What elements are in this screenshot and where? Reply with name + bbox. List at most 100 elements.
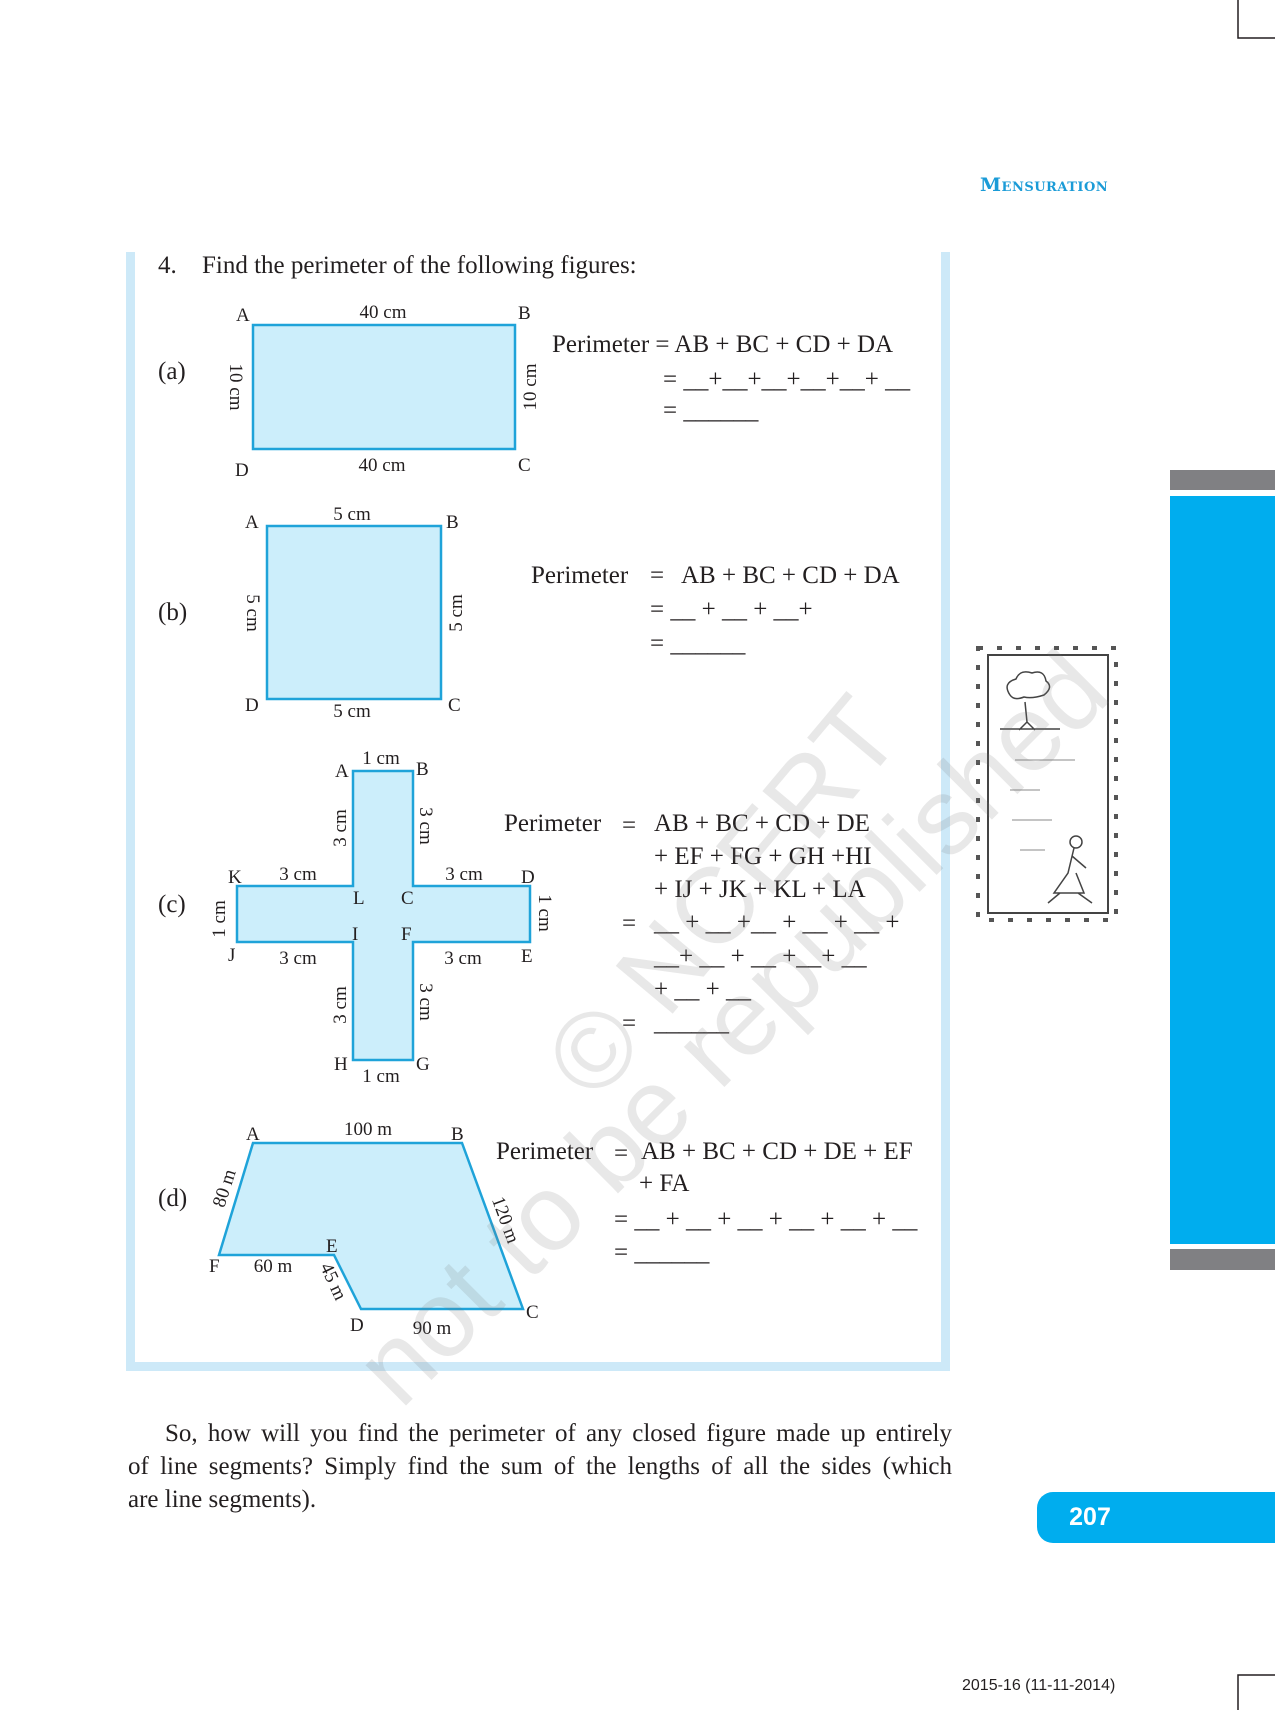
rectangle-a xyxy=(251,323,517,451)
side-c-CD: 3 cm xyxy=(445,864,483,885)
side-a-top: 40 cm xyxy=(360,302,407,323)
exercise-frame xyxy=(126,252,950,1371)
formula-b-line2: = __ + __ + __+ xyxy=(650,596,813,623)
side-c-EF: 3 cm xyxy=(444,948,482,969)
side-c-FG: 3 cm xyxy=(415,983,436,1021)
vertex-d-D: D xyxy=(350,1315,364,1336)
vertex-c-K: K xyxy=(228,867,242,888)
figure-c-label: (c) xyxy=(158,891,186,918)
side-c-BC: 3 cm xyxy=(415,807,436,845)
paragraph-line-3: are line segments). xyxy=(128,1486,317,1513)
vertex-d-B: B xyxy=(451,1124,464,1145)
vertex-b-B: B xyxy=(446,512,459,533)
vertex-c-H: H xyxy=(334,1054,348,1075)
side-a-left: 10 cm xyxy=(225,364,246,411)
formula-c-line2: + EF + FG + GH +HI xyxy=(654,843,872,870)
page-number-tab xyxy=(1037,1492,1275,1543)
formula-c-line7: ______ xyxy=(653,1009,730,1036)
formula-d-line1: AB + BC + CD + DE + EF xyxy=(641,1138,913,1165)
vertex-d-A: A xyxy=(246,1124,260,1145)
side-b-top: 5 cm xyxy=(333,504,371,525)
side-a-bottom: 40 cm xyxy=(359,455,406,476)
side-tab-gray-bottom xyxy=(1170,1249,1275,1270)
figure-a-label: (a) xyxy=(158,358,186,385)
formula-b-equals: = xyxy=(650,562,664,589)
vertex-d-C: C xyxy=(526,1302,539,1323)
side-c-JK: 1 cm xyxy=(209,900,230,938)
vertex-c-I: I xyxy=(352,924,358,945)
crop-mark-top-right xyxy=(1237,0,1275,39)
vertex-c-C: C xyxy=(401,888,414,909)
side-b-bottom: 5 cm xyxy=(333,701,371,722)
side-b-right: 5 cm xyxy=(446,594,467,632)
formula-c-line1: AB + BC + CD + DE xyxy=(654,810,870,837)
square-b xyxy=(265,524,443,701)
hexagon-shape-d xyxy=(217,1141,525,1311)
vertex-c-D: D xyxy=(521,867,535,888)
side-c-AB: 1 cm xyxy=(362,748,400,769)
side-d-AB: 100 m xyxy=(344,1119,392,1140)
side-c-HI: 3 cm xyxy=(330,986,351,1024)
formula-c-equals-1: = xyxy=(622,812,636,839)
vertex-d-F: F xyxy=(209,1256,220,1277)
print-date-footer: 2015-16 (11-11-2014) xyxy=(962,1677,1116,1694)
formula-d-line3: = __ + __ + __ + __ + __ + __ xyxy=(614,1206,918,1233)
formula-b-line1: AB + BC + CD + DA xyxy=(681,562,900,589)
side-b-left: 5 cm xyxy=(242,594,263,632)
vertex-b-C: C xyxy=(448,695,461,716)
figure-d-label: (d) xyxy=(158,1185,187,1212)
formula-c-line3: + IJ + JK + KL + LA xyxy=(654,876,866,903)
paragraph-line-1: So, how will you find the perimeter of a… xyxy=(165,1420,952,1447)
formula-a-line2: = __+__+__+__+__+ __ xyxy=(663,366,911,393)
formula-c-equals-3: = xyxy=(622,1010,636,1037)
vertex-a-B: B xyxy=(518,303,531,324)
formula-c-equals-2: = xyxy=(622,910,636,937)
side-d-CD: 90 m xyxy=(413,1318,452,1339)
vertex-a-A: A xyxy=(236,305,250,326)
question-number: 4. xyxy=(158,252,177,279)
explanation-paragraph: So, how will you find the perimeter of a… xyxy=(128,1417,952,1516)
side-a-right: 10 cm xyxy=(520,363,541,410)
formula-b-line3: = ______ xyxy=(650,630,746,657)
formula-d-line4: = ______ xyxy=(614,1239,710,1266)
vertex-c-G: G xyxy=(416,1054,430,1075)
side-tab-gray-top xyxy=(1170,470,1275,490)
question-text: Find the perimeter of the following figu… xyxy=(202,252,637,279)
formula-a-line3: = ______ xyxy=(663,397,759,424)
page-number: 207 xyxy=(1069,1503,1111,1531)
formula-c-line4: __ + __ +__ + __ + __ + xyxy=(653,909,900,936)
formula-c-line6: + __ + __ xyxy=(654,976,751,1003)
vertex-c-J: J xyxy=(228,945,235,966)
side-c-KL: 3 cm xyxy=(279,864,317,885)
vertex-b-A: A xyxy=(245,512,259,533)
cross-shape-c xyxy=(235,769,532,1062)
vertex-a-D: D xyxy=(235,460,249,481)
vertex-b-D: D xyxy=(245,695,259,716)
paragraph-line-2: of line segments? Simply find the sum of… xyxy=(128,1453,952,1480)
formula-d-perimeter: Perimeter xyxy=(496,1138,594,1165)
side-c-IJ: 3 cm xyxy=(279,948,317,969)
formula-c-line5: __+ __ + __ +__+ __ xyxy=(653,943,867,970)
side-c-DE: 1 cm xyxy=(534,894,555,932)
figure-b-label: (b) xyxy=(158,599,187,626)
vertex-c-F: F xyxy=(401,924,412,945)
walking-girl-illustration xyxy=(976,646,1118,922)
formula-b-perimeter: Perimeter xyxy=(531,562,629,589)
formula-d-equals: = xyxy=(614,1140,628,1167)
side-c-LA: 3 cm xyxy=(330,809,351,847)
vertex-d-E: E xyxy=(326,1236,338,1257)
vertex-c-E: E xyxy=(521,946,533,967)
side-c-GH: 1 cm xyxy=(362,1066,400,1087)
side-tab-blue xyxy=(1170,496,1275,1244)
formula-a-line1: Perimeter = AB + BC + CD + DA xyxy=(552,331,893,358)
vertex-c-L: L xyxy=(353,888,365,909)
vertex-c-B: B xyxy=(416,759,429,780)
crop-mark-bottom-right xyxy=(1237,1674,1275,1710)
vertex-c-A: A xyxy=(335,761,349,782)
chapter-header: Mensuration xyxy=(980,174,1109,196)
formula-c-perimeter: Perimeter xyxy=(504,810,602,837)
vertex-a-C: C xyxy=(518,455,531,476)
side-d-EF: 60 m xyxy=(254,1256,293,1277)
